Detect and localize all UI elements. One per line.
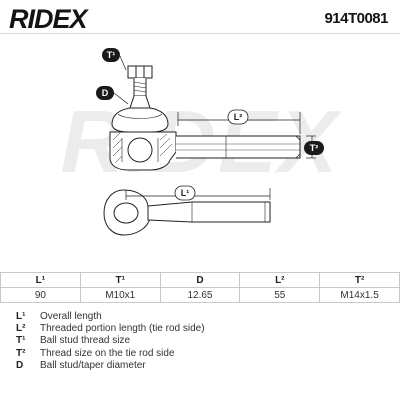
spec-table-row: 90 M10x1 12.65 55 M14x1.5 [0,287,400,303]
label-l1: L¹ [174,185,196,201]
legend-item: T¹ Ball stud thread size [16,335,386,347]
legend-text: Thread size on the tie rod side [40,347,175,359]
ball-joint [127,137,153,163]
legend-text: Ball stud thread size [40,335,131,347]
legend-text: Threaded portion length (tie rod side) [40,322,205,334]
svg-text:L¹: L¹ [181,188,190,198]
legend-key: T¹ [16,335,26,347]
svg-text:T¹: T¹ [107,50,116,60]
svg-text:T²: T² [310,143,319,153]
top-view [103,189,271,236]
legend-key: L¹ [16,310,26,322]
spec-table: L¹ T¹ D L² T² 90 M10x1 12.65 55 M14x1.5 [0,272,400,303]
brand-logo: RIDEX [9,4,88,34]
ball-stud-nut [127,65,153,79]
header-cell: T¹ [79,272,161,288]
legend: L¹ Overall length L² Threaded portion le… [16,310,386,371]
legend-item: T² Thread size on the tie rod side [16,347,386,359]
value-cell: M14x1.5 [319,287,400,303]
value-cell: 90 [0,287,81,303]
dimension-l1 [125,188,271,200]
side-view [109,65,301,171]
eye-hole [113,202,139,224]
label-d: D [96,86,114,100]
shank-top [147,201,271,223]
header-cell: D [159,272,241,288]
value-cell: M10x1 [79,287,161,303]
svg-text:D: D [102,88,109,98]
header-cell: L² [239,272,321,288]
legend-item: L² Threaded portion length (tie rod side… [16,322,386,334]
legend-key: T² [16,347,26,359]
header-cell: T² [319,272,400,288]
legend-text: Ball stud/taper diameter [40,359,146,371]
svg-text:L²: L² [234,112,243,122]
legend-item: D Ball stud/taper diameter [16,359,386,371]
label-t1: T¹ [102,48,120,62]
header-divider [0,33,400,34]
value-cell: 12.65 [159,287,241,303]
value-cell: 55 [239,287,321,303]
label-l2: L² [227,109,249,125]
legend-text: Overall length [40,310,102,322]
header-cell: L¹ [0,272,81,288]
spec-table-header: L¹ T¹ D L² T² [0,272,400,288]
tie-rod-shank [176,135,301,159]
dust-boot [111,107,169,133]
legend-key: L² [16,322,26,334]
legend-item: L¹ Overall length [16,310,386,322]
technical-drawing: RIDEX T¹ D [61,48,341,236]
legend-key: D [16,359,24,371]
label-t2: T² [304,141,324,155]
part-number: 914T0081 [324,10,388,27]
ball-stud-taper [129,95,151,109]
